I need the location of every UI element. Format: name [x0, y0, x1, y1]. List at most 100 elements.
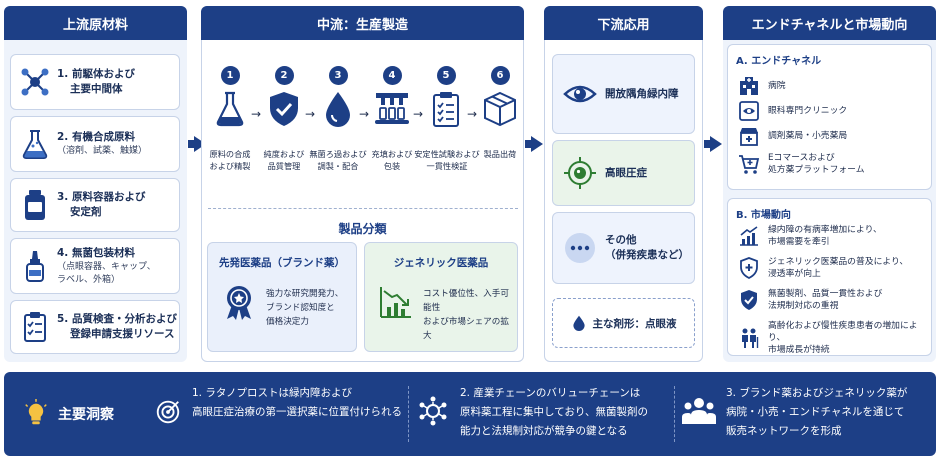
insight-2-line2: 原料薬工程に集中しており、無菌製剤の: [460, 406, 648, 418]
step-4-label-line1: 充填および: [371, 149, 413, 159]
market-trends-box: B. 市場動向 緑内障の有病率増加により、 市場需要を牽引 ジェネリック医薬品の…: [727, 198, 932, 356]
generic-line-1: コスト優位性、入手可能性: [423, 289, 509, 313]
cart-icon: [739, 155, 760, 174]
insight-3-line1: 3. ブランド薬およびジェネリック薬が: [726, 387, 908, 399]
trend-3-line1: 無菌製剤、品質一貫性および: [768, 289, 883, 299]
channel-label-4: Eコマースおよび: [768, 153, 835, 163]
insight-1-line1: 1. ラタノプロストは緑内障および: [192, 387, 353, 399]
step-5-number: 5: [436, 66, 456, 85]
container-icon: [25, 190, 45, 220]
brand-line-2: ブランド認知度と: [266, 303, 335, 313]
upstream-item-5-title: 5. 品質検査・分析および: [57, 313, 177, 325]
channel-clinic: 眼科専門クリニック: [738, 100, 847, 122]
upstream-item-4-sub: （点眼容器、キャップ、: [57, 261, 156, 272]
insight-2-line3: 能力と法規制対応が競争の鍵となる: [460, 425, 628, 437]
step-arrow-3: →: [359, 107, 370, 121]
flow-arrow-3: [710, 136, 722, 152]
step-4-label-line2: 包装: [383, 161, 401, 171]
shield-check-icon: [270, 92, 298, 126]
brand-drug-title: 先発医薬品（ブランド薬）: [219, 257, 345, 269]
insight-divider-2: [674, 386, 675, 442]
insight-1: 1. ラタノプロストは緑内障および 高眼圧症治療の第一選択薬に位置付けられる: [192, 384, 402, 422]
classification-title: 製品分類: [338, 222, 387, 236]
application-card-other: その他 （併発疾患など）: [552, 212, 695, 284]
trend-3-line2: 法規制対応の重視: [768, 301, 839, 311]
channel-hospital: 病院: [738, 75, 786, 97]
end-channels-heading: A. エンドチャネル: [736, 56, 822, 67]
upstream-item-5-title2: 登録申請支援リソース: [70, 328, 175, 340]
flow-arrow-1-stem: [188, 140, 194, 148]
step-arrow-4: →: [413, 107, 424, 121]
insight-2-line1: 2. 産業チェーンのバリューチェーンは: [460, 387, 641, 399]
insight-1-line2: 高眼圧症治療の第一選択薬に位置付けられる: [192, 406, 402, 418]
chart-up-icon: [740, 226, 758, 246]
pharmacy-icon: [740, 128, 758, 146]
dosage-form-label: 主な剤形：点眼液: [592, 317, 677, 330]
dosage-form-box: 主な剤形：点眼液: [552, 298, 695, 348]
insight-3-line3: 販売ネットワークを形成: [726, 425, 842, 437]
flow-arrow-3-stem: [704, 140, 710, 148]
beaker-icon: [216, 91, 244, 127]
brand-line-3: 価格決定力: [266, 317, 309, 327]
midstream-title: 中流：生産製造: [201, 6, 524, 40]
gear-network-icon: [419, 396, 447, 426]
step-5-label-line2: 一貫性検証: [426, 161, 468, 171]
step-1-label-line2: および精製: [209, 161, 251, 171]
upstream-item-2: 2. 有機合成原料 （溶剤、試薬、触媒）: [10, 116, 180, 172]
generic-line-2: および市場シェアの拡大: [423, 317, 509, 341]
process-step-4: 4: [366, 66, 418, 133]
generic-drug-title: ジェネリック医薬品: [393, 257, 489, 269]
step-6-label: 製品出荷: [469, 148, 531, 160]
step-2-label: 純度および 品質管理: [253, 148, 315, 172]
step-2-label-line1: 純度および: [263, 149, 305, 159]
upstream-item-4: 4. 無菌包装材料 （点眼容器、キャップ、 ラベル、外箱）: [10, 238, 180, 294]
application-label-1: 開放隅角緑内障: [605, 87, 679, 100]
flask-icon: [22, 130, 48, 159]
flow-arrow-2: [531, 136, 543, 152]
package-icon: [484, 91, 516, 127]
channel-label-4b: 処方薬プラットフォーム: [768, 165, 865, 175]
trend-1: 緑内障の有病率増加により、 市場需要を牽引: [738, 224, 882, 248]
step-4-number: 4: [382, 66, 402, 85]
people-icon: [682, 398, 716, 424]
generic-drug-description: コスト優位性、入手可能性 および市場シェアの拡大: [423, 287, 517, 343]
process-step-6: 6: [474, 66, 526, 133]
checklist-icon: [433, 92, 459, 127]
upstream-item-3-title: 3. 原料容器および: [57, 191, 146, 203]
step-6-number: 6: [490, 66, 510, 85]
step-3-label-line1: 無菌ろ過および: [309, 149, 367, 159]
award-icon: [227, 286, 251, 320]
trend-2-line1: ジェネリック医薬品の普及により、: [768, 257, 909, 267]
trend-1-line2: 市場需要を牽引: [768, 237, 830, 247]
upstream-item-4-sub2: ラベル、外箱）: [57, 274, 121, 285]
upstream-item-2-sub: （溶剤、試薬、触媒）: [57, 146, 148, 156]
upstream-item-1-title2: 主要中間体: [70, 83, 123, 95]
application-card-hypertension: 高眼圧症: [552, 140, 695, 206]
insight-3: 3. ブランド薬およびジェネリック薬が 病院・小売・エンドチャネルを通じて 販売…: [726, 384, 907, 441]
more-icon: [565, 233, 595, 263]
market-trends-heading: B. 市場動向: [736, 210, 791, 221]
molecule-icon: [21, 68, 49, 96]
insight-3-line2: 病院・小売・エンドチャネルを通じて: [726, 406, 905, 418]
step-3-label: 無菌ろ過および 調製・配合: [307, 148, 369, 172]
shield-plus-icon: [740, 257, 758, 279]
trend-2: ジェネリック医薬品の普及により、 浸透率が向上: [738, 256, 908, 280]
step-5-label-line1: 安定性試験および: [414, 149, 480, 159]
insight-divider-1: [408, 386, 409, 442]
step-arrow-5: →: [467, 107, 478, 121]
step-arrow-2: →: [305, 107, 316, 121]
clipboard-check-icon: [24, 312, 46, 342]
channels-title: エンドチャネルと市場動向: [723, 6, 936, 40]
hospital-icon: [740, 77, 758, 95]
trend-4: 高齢化および慢性疾患患者の増加により、 市場成長が持続: [738, 320, 931, 356]
key-insights-title: 主要洞察: [58, 407, 114, 423]
upstream-item-3: 3. 原料容器および 安定剤: [10, 178, 180, 232]
brand-drug-description: 強力な研究開発力、 ブランド認知度と 価格決定力: [266, 287, 343, 329]
process-step-2: 2: [258, 66, 310, 133]
upstream-item-2-title: 2. 有機合成原料: [57, 131, 135, 143]
brand-drug-card: 先発医薬品（ブランド薬） 強力な研究開発力、 ブランド認知度と 価格決定力: [207, 242, 357, 352]
flow-arrow-2-stem: [525, 140, 531, 148]
trend-1-line1: 緑内障の有病率増加により、: [768, 225, 882, 235]
generic-drug-card: ジェネリック医薬品 コスト優位性、入手可能性 および市場シェアの拡大: [364, 242, 518, 352]
application-label-3: その他: [605, 234, 637, 246]
